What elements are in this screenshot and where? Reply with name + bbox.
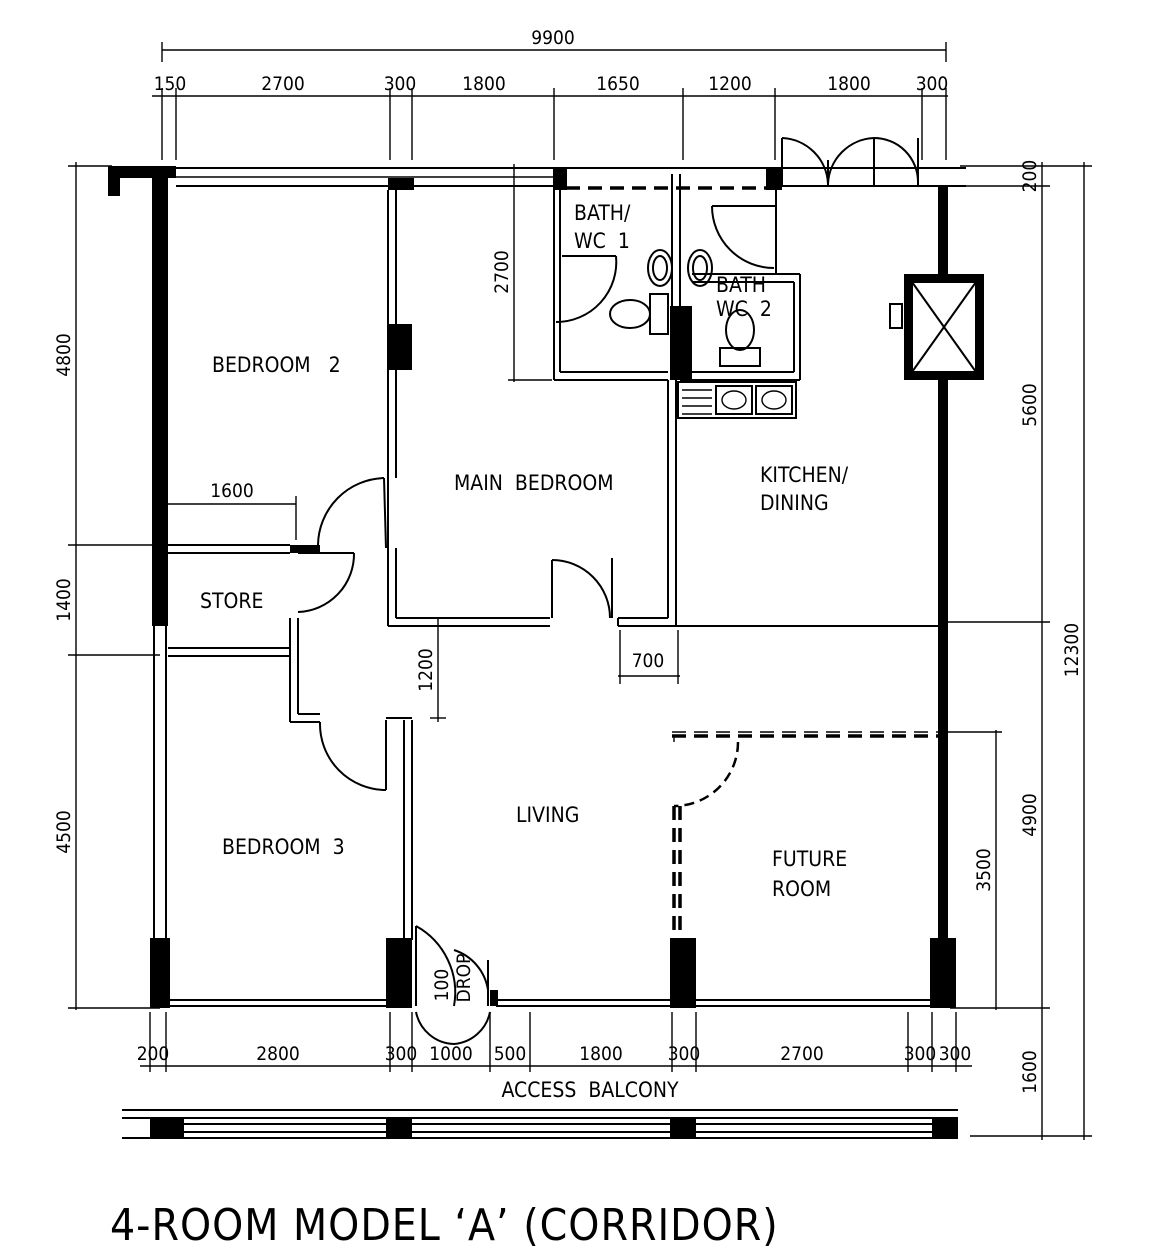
dim-bath-height: 2700 <box>491 250 513 294</box>
dim-top-1: 150 <box>154 73 187 95</box>
label-refuse-line2: DROP <box>453 954 475 1003</box>
dim-future-room: 3500 <box>973 848 995 892</box>
dim-bottom-6: 1800 <box>579 1043 623 1065</box>
label-access-balcony: ACCESS BALCONY <box>501 1078 678 1102</box>
dim-store-width: 1600 <box>210 480 254 502</box>
label-living: LIVING <box>516 803 579 827</box>
label-bedroom-2: BEDROOM 2 <box>212 353 341 377</box>
dim-bottom-4: 1000 <box>429 1043 473 1065</box>
dim-top-total: 9900 <box>531 27 575 49</box>
top-dimensions: 9900 150 2700 300 1800 1650 1200 1800 30… <box>152 27 948 160</box>
dim-bottom-8: 2700 <box>780 1043 824 1065</box>
dim-bottom-7: 300 <box>668 1043 701 1065</box>
dim-right-2: 5600 <box>1019 383 1041 427</box>
dim-right-total: 12300 <box>1061 623 1083 677</box>
label-bath-2-line2: WC 2 <box>716 297 772 321</box>
dim-passage: 1200 <box>415 648 437 692</box>
interior-walls <box>168 174 948 940</box>
label-future-line2: ROOM <box>772 877 831 901</box>
dim-right-4: 1600 <box>1019 1050 1041 1094</box>
left-dimensions: 4800 1400 4500 <box>53 162 160 1010</box>
dim-top-3: 300 <box>384 73 417 95</box>
label-kitchen-line2: DINING <box>760 491 829 515</box>
dim-left-3: 4500 <box>53 810 75 854</box>
label-bath-2-line1: BATH <box>716 273 766 297</box>
label-future-line1: FUTURE <box>772 847 847 871</box>
label-kitchen-line1: KITCHEN/ <box>760 463 849 487</box>
dim-top-7: 1800 <box>827 73 871 95</box>
access-balcony: ACCESS BALCONY <box>122 1078 958 1139</box>
label-bath-1-line1: BATH/ <box>574 201 631 225</box>
dim-right-1: 200 <box>1019 160 1041 193</box>
dim-top-6: 1200 <box>708 73 752 95</box>
dim-bottom-1: 200 <box>137 1043 170 1065</box>
dim-kitchen-door: 700 <box>632 650 665 672</box>
label-refuse-line1: 100 <box>431 969 453 1002</box>
dim-left-1: 4800 <box>53 333 75 377</box>
doors <box>297 137 919 1045</box>
dim-top-8: 300 <box>916 73 949 95</box>
right-dimensions: 200 5600 4900 1600 12300 <box>948 160 1092 1140</box>
dim-left-2: 1400 <box>53 578 75 622</box>
interior-dimensions: 2700 1600 1200 700 3500 <box>168 164 1002 1010</box>
room-labels: BEDROOM 2 MAIN BEDROOM BATH/ WC 1 BATH W… <box>200 201 849 1002</box>
label-bedroom-3: BEDROOM 3 <box>222 835 345 859</box>
fixtures <box>609 249 984 419</box>
dim-top-2: 2700 <box>261 73 305 95</box>
dim-right-3: 4900 <box>1019 793 1041 837</box>
label-main-bedroom: MAIN BEDROOM <box>454 471 614 495</box>
label-bath-1-line2: WC 1 <box>574 229 630 253</box>
dim-top-4: 1800 <box>462 73 506 95</box>
dim-bottom-9: 300 <box>904 1043 937 1065</box>
dim-bottom-3: 300 <box>385 1043 418 1065</box>
dim-bottom-2: 2800 <box>256 1043 300 1065</box>
dim-bottom-10: 300 <box>939 1043 972 1065</box>
dim-bottom-5: 500 <box>494 1043 527 1065</box>
dim-top-5: 1650 <box>596 73 640 95</box>
label-store: STORE <box>200 589 263 613</box>
bottom-dimensions: 200 2800 300 1000 500 1800 300 2700 300 … <box>137 1012 972 1072</box>
plan-title: 4-ROOM MODEL ‘A’ (CORRIDOR) <box>110 1200 779 1251</box>
exterior-walls <box>108 166 966 1008</box>
